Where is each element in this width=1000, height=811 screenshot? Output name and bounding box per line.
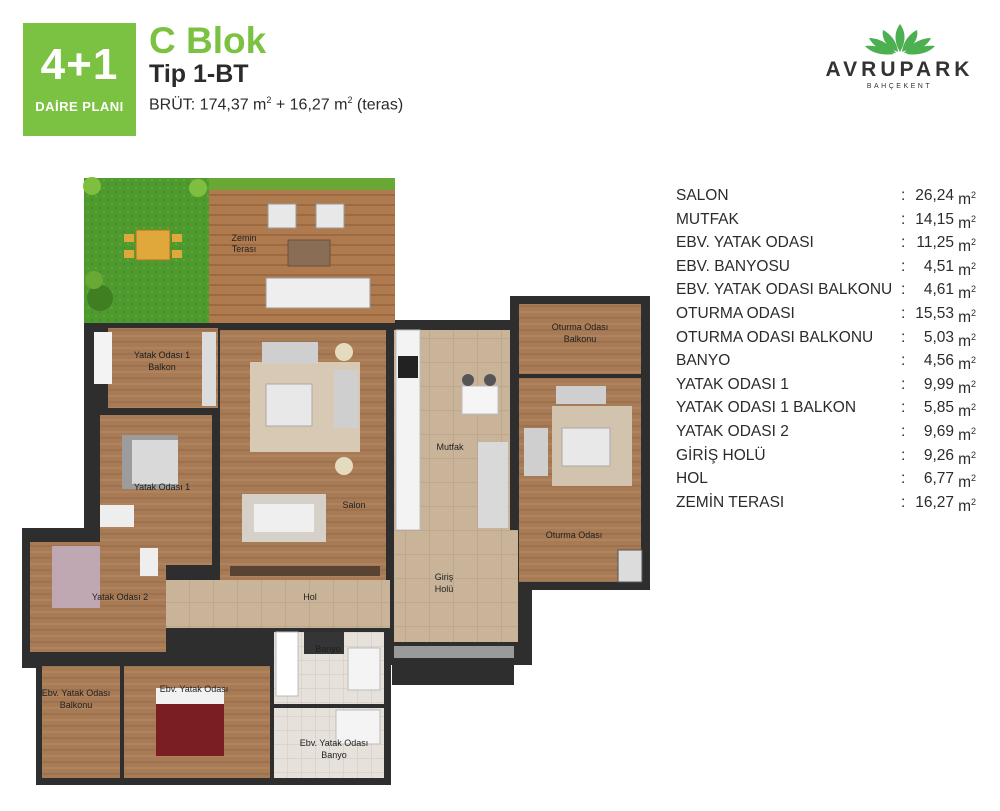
floor-plan-drawing: Zemin Terası Yatak Odası 1 Balkon Yatak … <box>22 177 650 785</box>
label-ebv-balkon-1: Ebv. Yatak Odası <box>42 688 111 698</box>
label-banyo: Banyo <box>315 644 341 654</box>
label-giris-2: Holü <box>435 584 454 594</box>
room-yatak1-balkon <box>108 328 218 408</box>
area-room: HOL <box>676 470 708 488</box>
area-room: EBV. BANYOSU <box>676 257 791 275</box>
plan-badge: 4+1 DAİRE PLANI <box>23 23 136 136</box>
lotus-icon <box>864 24 935 55</box>
room-giris-holu <box>394 530 518 642</box>
label-oturma: Oturma Odası <box>546 530 603 540</box>
area-room: SALON <box>676 187 729 204</box>
area-room: OTURMA ODASI BALKONU <box>676 328 874 346</box>
area-room: ZEMİN TERASI <box>676 493 785 511</box>
logo-name: AVRUPARK <box>825 58 974 81</box>
label-giris-1: Giriş <box>435 572 454 582</box>
avrupark-logo: AVRUPARK BAHÇEKENT <box>822 22 977 90</box>
label-oturma-balkon-2: Balkonu <box>564 334 597 344</box>
label-zemin-1: Zemin <box>231 233 256 243</box>
area-room: BANYO <box>676 352 731 370</box>
type-title: Tip 1-BT <box>149 60 249 88</box>
label-oturma-balkon-1: Oturma Odası <box>552 322 609 332</box>
room-oturma-balkon <box>519 304 641 374</box>
label-salon: Salon <box>342 500 365 510</box>
floor-plan: Zemin Terası Yatak Odası 1 Balkon Yatak … <box>22 170 662 790</box>
label-ebv-yatak: Ebv. Yatak Odası <box>160 684 229 694</box>
label-yatak1-balkon-1: Yatak Odası 1 <box>134 350 190 360</box>
plan-label: DAİRE PLANI <box>35 99 124 114</box>
area-room: OTURMA ODASI <box>676 304 795 322</box>
label-ebv-balkon-2: Balkonu <box>60 700 93 710</box>
area-room: YATAK ODASI 1 BALKON <box>676 399 857 417</box>
label-zemin-2: Terası <box>232 244 257 254</box>
area-room: YATAK ODASI 2 <box>676 422 789 440</box>
room-count: 4+1 <box>40 40 119 89</box>
label-yatak1: Yatak Odası 1 <box>134 482 190 492</box>
area-room: EBV. YATAK ODASI <box>676 234 814 252</box>
label-ebv-banyo-1: Ebv. Yatak Odası <box>300 738 369 748</box>
block-title: C Blok <box>149 20 267 61</box>
label-mutfak: Mutfak <box>436 442 464 452</box>
label-yatak1-balkon-2: Balkon <box>148 362 176 372</box>
area-room: EBV. YATAK ODASI BALKONU <box>676 281 893 299</box>
area-room: GİRİŞ HOLÜ <box>676 446 766 464</box>
room-hol <box>166 580 390 628</box>
gross-area: BRÜT: 174,37 m2 + 16,27 m2 (teras) <box>149 95 404 114</box>
logo-sub: BAHÇEKENT <box>866 83 933 90</box>
area-room: MUTFAK <box>676 210 739 228</box>
label-yatak2: Yatak Odası 2 <box>92 592 148 602</box>
label-ebv-banyo-2: Banyo <box>321 750 347 760</box>
label-hol: Hol <box>303 592 317 602</box>
room-ebv-balkon <box>42 666 120 778</box>
area-room: YATAK ODASI 1 <box>676 375 789 393</box>
